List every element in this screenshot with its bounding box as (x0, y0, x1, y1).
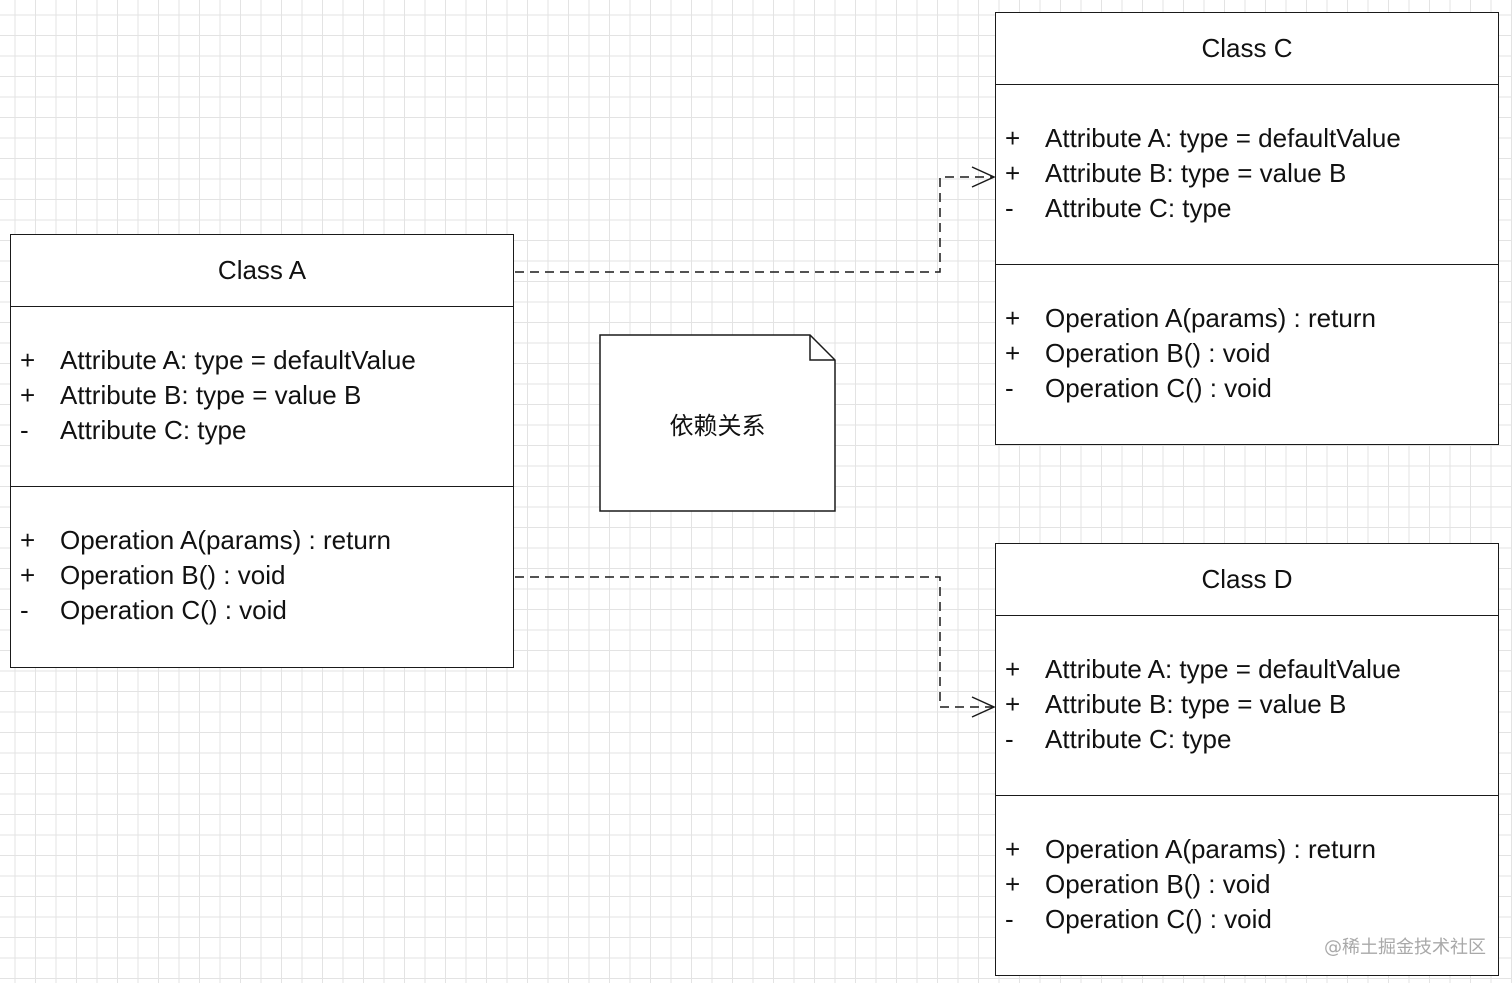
dependency-note-label: 依赖关系 (669, 411, 766, 440)
open-arrowhead-icon (971, 166, 996, 188)
class-d-operation-row[interactable]: - Operation C() : void (1005, 902, 1498, 937)
class-a-attribute-row[interactable]: - Attribute C: type (20, 413, 513, 448)
class-c-attribute-row[interactable]: + Attribute B: type = value B (1005, 156, 1498, 191)
note-body (599, 334, 836, 512)
dependency-edge-a-to-c[interactable] (515, 166, 996, 273)
dependency-line-a-to-d (515, 576, 993, 708)
class-c-operations: + Operation A(params) : return + Operati… (996, 265, 1498, 444)
class-a-operation-row[interactable]: - Operation C() : void (20, 593, 513, 628)
visibility-marker: + (1005, 338, 1021, 368)
class-a-attribute-row[interactable]: + Attribute B: type = value B (20, 378, 513, 413)
class-d-attribute-row[interactable]: + Attribute B: type = value B (1005, 687, 1498, 722)
visibility-marker: + (20, 525, 36, 555)
visibility-marker: + (1005, 158, 1021, 188)
attribute-text: Attribute B: type = value B (1045, 689, 1347, 719)
visibility-marker: - (1005, 904, 1014, 934)
watermark: @稀土掘金技术社区 (1324, 937, 1486, 958)
visibility-marker: + (1005, 123, 1021, 153)
class-d-name: Class D (996, 544, 1498, 616)
operation-text: Operation B() : void (60, 560, 286, 590)
class-a-operation-row[interactable]: + Operation B() : void (20, 558, 513, 593)
visibility-marker: - (1005, 724, 1014, 754)
visibility-marker: - (20, 415, 29, 445)
class-c-operation-row[interactable]: + Operation A(params) : return (1005, 301, 1498, 336)
class-d-operations: + Operation A(params) : return + Operati… (996, 796, 1498, 975)
visibility-marker: - (1005, 193, 1014, 223)
attribute-text: Attribute A: type = defaultValue (1045, 123, 1401, 153)
attribute-text: Attribute B: type = value B (1045, 158, 1347, 188)
attribute-text: Attribute A: type = defaultValue (1045, 654, 1401, 684)
class-d-operation-row[interactable]: + Operation B() : void (1005, 867, 1498, 902)
note-folded-corner-icon (809, 335, 835, 361)
dependency-edge-a-to-d[interactable] (515, 576, 996, 718)
class-a-operations: + Operation A(params) : return + Operati… (11, 487, 513, 666)
class-d-operation-row[interactable]: + Operation A(params) : return (1005, 832, 1498, 867)
dependency-line-a-to-c (515, 176, 993, 273)
class-c-attribute-row[interactable]: - Attribute C: type (1005, 191, 1498, 226)
note-shape[interactable] (599, 334, 836, 512)
operation-text: Operation A(params) : return (1045, 834, 1376, 864)
attribute-text: Attribute B: type = value B (60, 380, 362, 410)
operation-text: Operation B() : void (1045, 869, 1271, 899)
class-a-name: Class A (11, 235, 513, 307)
visibility-marker: + (20, 560, 36, 590)
class-d-attribute-row[interactable]: - Attribute C: type (1005, 722, 1498, 757)
operation-text: Operation C() : void (1045, 373, 1272, 403)
operation-text: Operation B() : void (1045, 338, 1271, 368)
visibility-marker: - (1005, 373, 1014, 403)
visibility-marker: - (20, 595, 29, 625)
class-d-attribute-row[interactable]: + Attribute A: type = defaultValue (1005, 652, 1498, 687)
class-a-attribute-row[interactable]: + Attribute A: type = defaultValue (20, 343, 513, 378)
class-c-attribute-row[interactable]: + Attribute A: type = defaultValue (1005, 121, 1498, 156)
visibility-marker: + (1005, 834, 1021, 864)
class-c-operation-row[interactable]: + Operation B() : void (1005, 336, 1498, 371)
class-c-attributes: + Attribute A: type = defaultValue + Att… (996, 85, 1498, 265)
class-d-box[interactable]: Class D + Attribute A: type = defaultVal… (995, 543, 1499, 976)
class-d-attributes: + Attribute A: type = defaultValue + Att… (996, 616, 1498, 796)
visibility-marker: + (20, 345, 36, 375)
attribute-text: Attribute C: type (1045, 193, 1232, 223)
attribute-text: Attribute A: type = defaultValue (60, 345, 416, 375)
visibility-marker: + (1005, 654, 1021, 684)
class-a-attributes: + Attribute A: type = defaultValue + Att… (11, 307, 513, 487)
open-arrowhead-icon (971, 696, 996, 718)
class-c-name: Class C (996, 13, 1498, 85)
visibility-marker: + (1005, 869, 1021, 899)
attribute-text: Attribute C: type (1045, 724, 1232, 754)
class-a-operation-row[interactable]: + Operation A(params) : return (20, 523, 513, 558)
attribute-text: Attribute C: type (60, 415, 247, 445)
visibility-marker: + (1005, 689, 1021, 719)
class-a-box[interactable]: Class A + Attribute A: type = defaultVal… (10, 234, 514, 668)
operation-text: Operation C() : void (60, 595, 287, 625)
class-c-box[interactable]: Class C + Attribute A: type = defaultVal… (995, 12, 1499, 445)
operation-text: Operation A(params) : return (1045, 303, 1376, 333)
class-c-operation-row[interactable]: - Operation C() : void (1005, 371, 1498, 406)
visibility-marker: + (20, 380, 36, 410)
operation-text: Operation C() : void (1045, 904, 1272, 934)
visibility-marker: + (1005, 303, 1021, 333)
operation-text: Operation A(params) : return (60, 525, 391, 555)
